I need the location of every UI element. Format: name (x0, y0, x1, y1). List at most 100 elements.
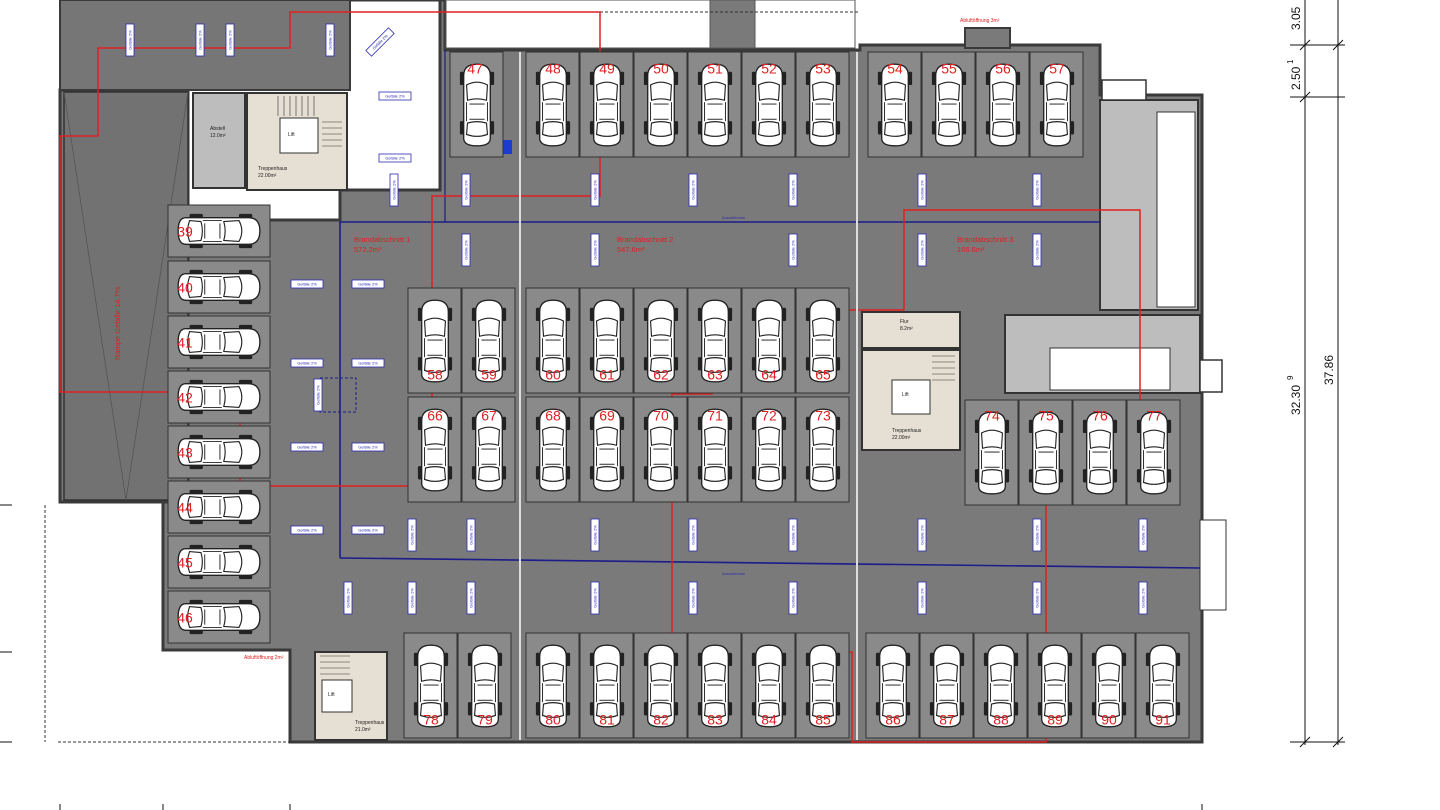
parking-space-39: 39 (167, 204, 271, 258)
space-number: 45 (177, 555, 193, 571)
parking-space-50: 50 (633, 51, 688, 158)
space-number: 81 (599, 712, 615, 728)
space-number: 82 (653, 712, 669, 728)
parking-space-62: 62 (633, 287, 688, 394)
slope-tag: Gefälle 2% (788, 173, 798, 207)
space-number: 89 (1047, 712, 1063, 728)
space-number: 65 (815, 367, 831, 383)
svg-text:Gefälle 2%: Gefälle 2% (1035, 588, 1040, 608)
space-number: 44 (177, 500, 193, 516)
slope-tag: Gefälle 2% (688, 518, 698, 552)
space-number: 91 (1155, 712, 1171, 728)
stair-label-3: Treppenhaus (355, 720, 385, 726)
slope-tag: Gefälle 2% (1032, 173, 1042, 207)
space-number: 83 (707, 712, 723, 728)
parking-space-55: 55 (921, 51, 976, 158)
slope-tag: Gefälle 2% (365, 27, 395, 57)
slope-tag: Gefälle 2% (407, 518, 417, 552)
svg-text:Gefälle 2%: Gefälle 2% (593, 525, 598, 545)
floor-label: Flur (900, 319, 909, 325)
car-icon (1082, 411, 1118, 495)
abstell-label: Abstell (210, 126, 225, 132)
parking-space-78: 78 (403, 632, 458, 739)
space-number: 40 (177, 280, 193, 296)
parking-space-82: 82 (633, 632, 688, 739)
space-number: 79 (477, 712, 493, 728)
dimension-lines (0, 0, 1345, 810)
space-number: 87 (939, 712, 955, 728)
slope-tag: Gefälle 2% (407, 581, 417, 615)
parking-space-67: 67 (461, 396, 516, 503)
space-number: 70 (653, 408, 669, 424)
space-number: 60 (545, 367, 561, 383)
slope-tag: Gefälle 2% (461, 233, 471, 267)
slope-tag: Gefälle 2% (351, 279, 385, 289)
space-number: 74 (984, 408, 1000, 424)
slope-tag: Gefälle 2% (290, 442, 324, 452)
svg-text:Gefälle 2%: Gefälle 2% (593, 240, 598, 260)
parking-space-58: 58 (407, 287, 462, 394)
svg-text:Gefälle 2%: Gefälle 2% (128, 30, 133, 50)
svg-text:Gefälle 2%: Gefälle 2% (346, 588, 351, 608)
parking-space-54: 54 (867, 51, 922, 158)
fire-section-labels: Brandabschnitt 1 572.2m² Brandabschnitt … (244, 18, 1013, 661)
slope-tag: Gefälle 2% (1032, 581, 1042, 615)
space-number: 57 (1049, 61, 1065, 77)
svg-text:Gefälle 2%: Gefälle 2% (1035, 180, 1040, 200)
slope-tag: Gefälle 2% (590, 518, 600, 552)
space-number: 73 (815, 408, 831, 424)
slope-tag: Gefälle 2% (466, 581, 476, 615)
floor-area: 8.2m² (900, 326, 913, 332)
slope-tag: Gefälle 2% (1138, 518, 1148, 552)
svg-text:Gefälle 2%: Gefälle 2% (920, 180, 925, 200)
svg-text:Gefälle 2%: Gefälle 2% (410, 525, 415, 545)
parking-space-66: 66 (407, 396, 462, 503)
parking-space-52: 52 (741, 51, 796, 158)
parking-space-53: 53 (795, 51, 850, 158)
slope-tag: Gefälle 2% (351, 525, 385, 535)
abstell-area: 12.0m² (210, 133, 226, 139)
parking-space-77: 77 (1126, 399, 1181, 506)
space-number: 80 (545, 712, 561, 728)
svg-text:Gefälle 2%: Gefälle 2% (228, 30, 233, 50)
space-number: 77 (1146, 408, 1162, 424)
parking-space-45: 45 (167, 535, 271, 589)
slope-tag: Gefälle 2% (351, 358, 385, 368)
parking-space-60: 60 (525, 287, 580, 394)
slope-tag: Gefälle 2% (788, 518, 798, 552)
slope-tag: Gefälle 2% (688, 173, 698, 207)
fire-section-lines (59, 11, 1141, 743)
parking-space-49: 49 (579, 51, 634, 158)
parking-space-84: 84 (741, 632, 796, 739)
parking-space-43: 43 (167, 425, 271, 479)
svg-text:Gefälle 2%: Gefälle 2% (392, 180, 397, 200)
slope-tag: Gefälle 2% (590, 233, 600, 267)
parking-space-48: 48 (525, 51, 580, 158)
svg-text:Gefälle 2%: Gefälle 2% (469, 588, 474, 608)
space-number: 78 (423, 712, 439, 728)
parking-space-79: 79 (457, 632, 512, 739)
stair-core-2: Flur 8.2m² Lift Treppenhaus 22.00m² (861, 311, 961, 451)
parking-space-83: 83 (687, 632, 742, 739)
slope-tag: Gefälle 2% (466, 518, 476, 552)
slope-tag: Gefälle 2% (351, 442, 385, 452)
air-vent-label-1: Abluftöffnung 3m² (960, 18, 1000, 24)
space-number: 88 (993, 712, 1009, 728)
space-number: 56 (995, 61, 1011, 77)
parking-space-40: 40 (167, 260, 271, 314)
stair-area-3: 21.0m² (355, 727, 371, 733)
drain-label-1: Ausziehrinne (722, 215, 746, 220)
svg-text:Gefälle 2%: Gefälle 2% (1141, 525, 1146, 545)
space-number: 43 (177, 445, 193, 461)
dim-2-50-sup: 1 (1286, 59, 1295, 64)
stair-label-2: Treppenhaus (892, 428, 922, 434)
ramp: Rampe Gefälle 14.7% (63, 91, 189, 501)
slope-tag: Gefälle 2% (378, 153, 412, 163)
svg-text:Gefälle 2%: Gefälle 2% (1035, 525, 1040, 545)
svg-text:Gefälle 2%: Gefälle 2% (593, 180, 598, 200)
svg-text:Gefälle 2%: Gefälle 2% (358, 445, 378, 450)
slope-tag: Gefälle 2% (917, 233, 927, 267)
parking-space-86: 86 (865, 632, 920, 739)
svg-text:Gefälle 2%: Gefälle 2% (691, 588, 696, 608)
slope-tag: Gefälle 2% (125, 23, 135, 57)
